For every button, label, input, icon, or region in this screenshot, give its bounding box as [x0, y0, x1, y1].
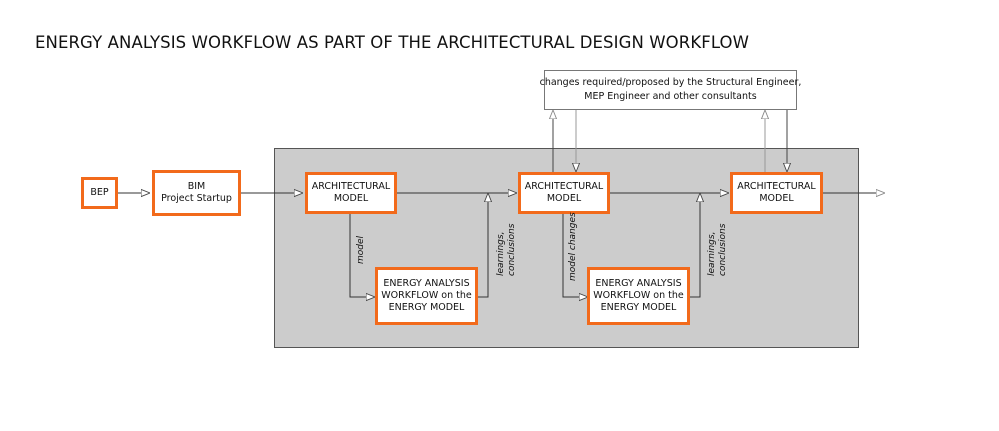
arch2-label-line1: ARCHITECTURAL: [524, 181, 604, 192]
bep-node: BEP: [81, 177, 118, 209]
edge-label-model-changes: model changes: [568, 212, 578, 281]
consultants-note: changes required/proposed by the Structu…: [540, 70, 801, 110]
arch2-label-line2: MODEL: [546, 193, 582, 204]
architectural-model-node-1: ARCHITECTURAL MODEL: [305, 172, 397, 214]
bep-label: BEP: [90, 187, 109, 198]
learnings2-line2: conclusions: [718, 223, 728, 276]
consultants-line1: changes required/proposed by the Structu…: [539, 77, 802, 88]
energy-analysis-node-2: ENERGY ANALYSIS WORKFLOW on the ENERGY M…: [587, 267, 690, 325]
energy1-label-line1: ENERGY ANALYSIS: [383, 278, 470, 289]
learnings1-line1: learnings,: [496, 231, 506, 276]
architectural-model-node-2: ARCHITECTURAL MODEL: [518, 172, 610, 214]
energy2-label-line1: ENERGY ANALYSIS: [595, 278, 682, 289]
diagram-title: ENERGY ANALYSIS WORKFLOW AS PART OF THE …: [35, 33, 750, 52]
bim-label-line1: BIM: [187, 181, 206, 192]
edge-label-learnings-2: learnings, conclusions: [707, 224, 729, 276]
learnings2-line1: learnings,: [707, 231, 717, 276]
edge-arch2-energy2: [562, 213, 588, 297]
learnings1-line2: conclusions: [507, 223, 517, 276]
edge-label-learnings-1: learnings, conclusions: [496, 224, 518, 276]
edge-arch1-energy1: [349, 213, 375, 297]
bim-startup-node: BIM Project Startup: [152, 170, 241, 216]
energy2-label-line3: ENERGY MODEL: [600, 302, 677, 313]
arch1-label-line1: ARCHITECTURAL: [311, 181, 391, 192]
architectural-model-node-3: ARCHITECTURAL MODEL: [730, 172, 823, 214]
arch3-label-line1: ARCHITECTURAL: [737, 181, 816, 192]
energy1-label-line2: WORKFLOW on the: [381, 290, 472, 301]
edge-label-model: model: [356, 235, 366, 264]
edge-energy2-main: [690, 193, 700, 298]
energy1-label-line3: ENERGY MODEL: [388, 302, 465, 313]
arch1-label-line2: MODEL: [333, 193, 369, 204]
edge-energy1-main: [478, 193, 488, 298]
energy-analysis-node-1: ENERGY ANALYSIS WORKFLOW on the ENERGY M…: [375, 267, 478, 325]
consultants-line2: MEP Engineer and other consultants: [584, 91, 757, 102]
energy2-label-line2: WORKFLOW on the: [593, 290, 684, 301]
arch3-label-line2: MODEL: [759, 193, 794, 204]
bim-label-line2: Project Startup: [161, 193, 232, 204]
